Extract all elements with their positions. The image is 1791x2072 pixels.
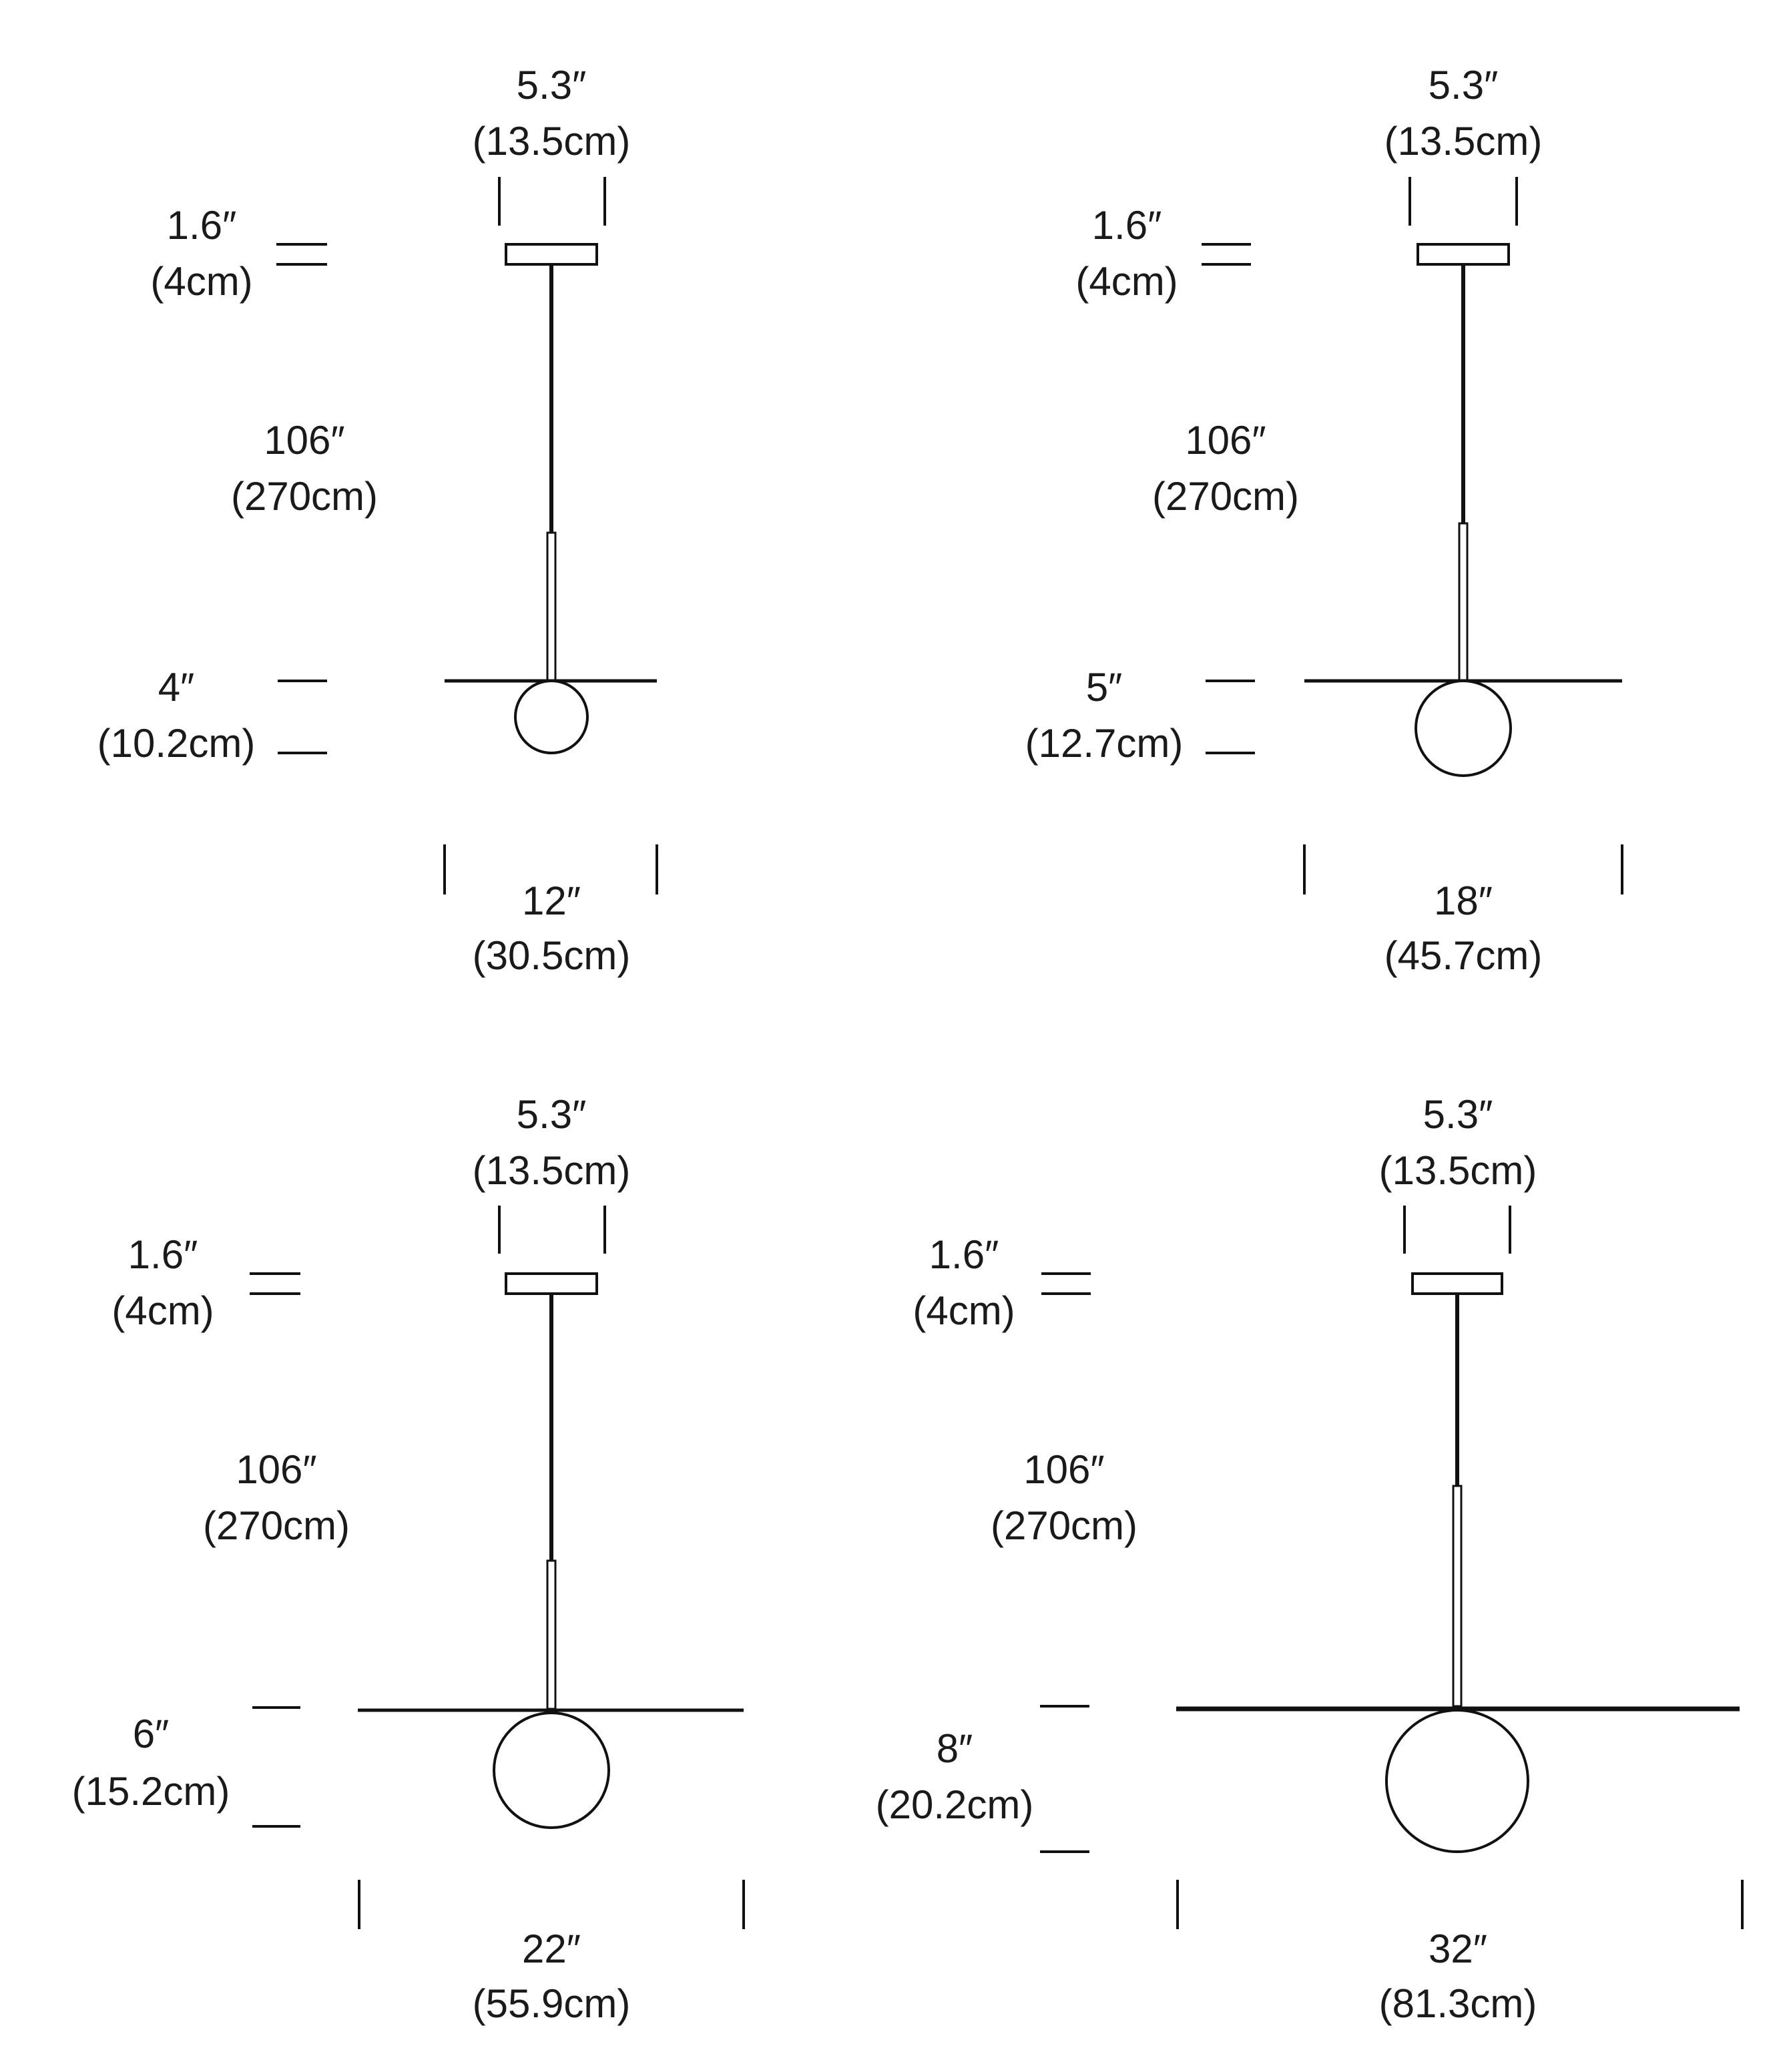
canopy-height-cm: (4cm) <box>150 259 252 304</box>
globe <box>1415 680 1512 777</box>
canopy <box>505 1272 598 1295</box>
shade-width-in: 18″ <box>1434 878 1493 923</box>
canopy <box>1411 1272 1503 1295</box>
shade-width-in: 12″ <box>522 878 581 923</box>
globe-height-cm: (15.2cm) <box>72 1769 230 1814</box>
drop-length-cm: (270cm) <box>203 1503 350 1548</box>
canopy-width-in: 5.3″ <box>1423 1092 1493 1137</box>
canopy-width-in: 5.3″ <box>517 63 587 107</box>
canopy-height-in: 1.6″ <box>128 1232 198 1277</box>
shade-width-cm: (30.5cm) <box>473 933 631 978</box>
stem <box>1458 522 1469 682</box>
drop-length-cm: (270cm) <box>991 1503 1137 1548</box>
shade-width-in: 22″ <box>522 1926 581 1971</box>
canopy-height-in: 1.6″ <box>167 203 237 248</box>
stem <box>546 531 557 682</box>
canopy-width-in: 5.3″ <box>517 1092 587 1137</box>
drop-length-in: 106″ <box>1185 418 1266 463</box>
variant-22in: 5.3″ (13.5cm) 1.6″ (4cm) 106″ (270cm) 6″… <box>72 1092 745 2026</box>
canopy-width-cm: (13.5cm) <box>473 1148 631 1193</box>
canopy-height-in: 1.6″ <box>1092 203 1162 248</box>
shade-width-cm: (45.7cm) <box>1384 933 1543 978</box>
globe <box>493 1712 610 1829</box>
drop-length-in: 106″ <box>264 418 344 463</box>
variant-32in: 5.3″ (13.5cm) 1.6″ (4cm) 106″ (270cm) 8″… <box>876 1092 1744 2026</box>
stem <box>1452 1485 1463 1708</box>
variant-12in: 5.3″ (13.5cm) 1.6″ (4cm) 106″ (270cm) 4″… <box>97 63 658 978</box>
globe-height-in: 8″ <box>937 1726 973 1771</box>
globe-height-in: 4″ <box>158 665 195 710</box>
globe <box>514 680 589 754</box>
drop-length-in: 106″ <box>1023 1447 1104 1492</box>
globe <box>1385 1709 1529 1853</box>
canopy-height-cm: (4cm) <box>111 1288 214 1333</box>
globe-height-in: 5″ <box>1086 665 1123 710</box>
canopy-width-cm: (13.5cm) <box>1379 1148 1537 1193</box>
canopy <box>1417 243 1510 266</box>
canopy-height-cm: (4cm) <box>913 1288 1015 1333</box>
globe-height-cm: (20.2cm) <box>876 1782 1034 1827</box>
globe-height-cm: (10.2cm) <box>97 721 256 766</box>
canopy-height-in: 1.6″ <box>929 1232 999 1277</box>
globe-height-in: 6″ <box>133 1712 170 1756</box>
globe-height-cm: (12.7cm) <box>1025 721 1184 766</box>
variant-18in: 5.3″ (13.5cm) 1.6″ (4cm) 106″ (270cm) 5″… <box>1025 63 1623 978</box>
shade-width-cm: (81.3cm) <box>1379 1981 1537 2026</box>
stem <box>546 1559 557 1710</box>
canopy-width-cm: (13.5cm) <box>1384 119 1543 164</box>
drop-length-cm: (270cm) <box>231 474 378 519</box>
shade-width-cm: (55.9cm) <box>473 1981 631 2026</box>
drop-length-cm: (270cm) <box>1152 474 1299 519</box>
canopy <box>505 243 598 266</box>
drop-length-in: 106″ <box>236 1447 316 1492</box>
canopy-width-in: 5.3″ <box>1429 63 1499 107</box>
shade-width-in: 32″ <box>1429 1926 1487 1971</box>
canopy-width-cm: (13.5cm) <box>473 119 631 164</box>
canopy-height-cm: (4cm) <box>1075 259 1178 304</box>
